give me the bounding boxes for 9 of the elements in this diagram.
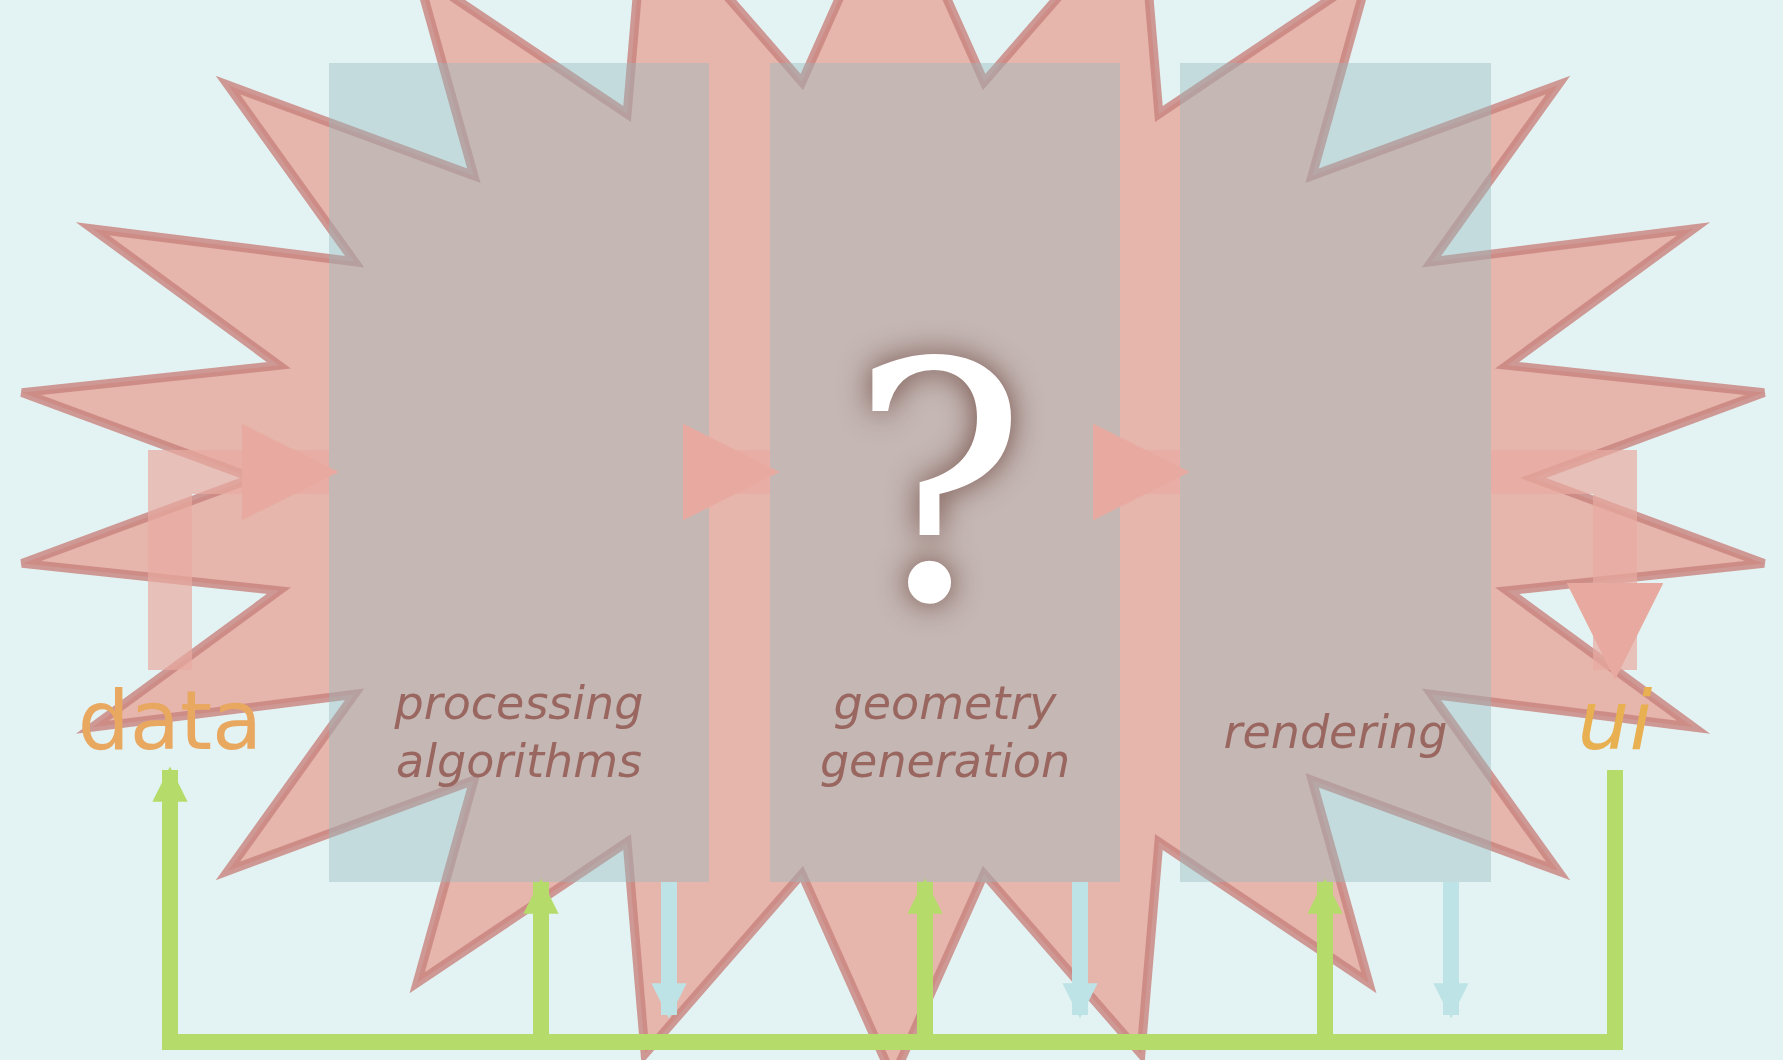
stage-panel: rendering xyxy=(1180,63,1491,882)
arrow xyxy=(1092,423,1190,521)
arrow xyxy=(1491,450,1664,680)
question-mark: ? xyxy=(850,320,1027,650)
stage-panel: processing algorithms xyxy=(329,63,709,882)
arrow xyxy=(1433,882,1469,1019)
arrow xyxy=(682,423,780,521)
arrow xyxy=(651,882,687,1019)
arrow xyxy=(1062,882,1098,1019)
